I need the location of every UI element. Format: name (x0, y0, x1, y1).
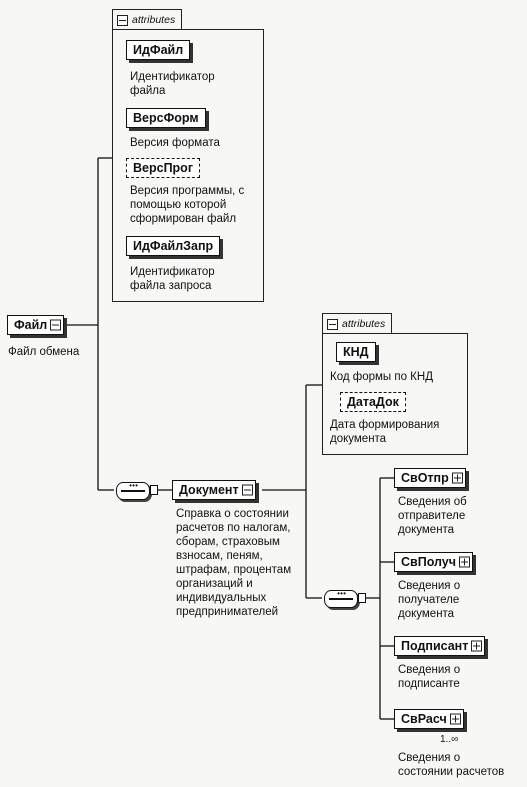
attribute-description: Версия формата (130, 136, 220, 150)
element-description: Сведения о состоянии расчетов (398, 751, 504, 779)
attribute-description: Код формы по КНД (330, 370, 433, 384)
attribute-description: Дата формирования документа (330, 418, 439, 446)
desc-line: индивидуальных (176, 592, 267, 604)
element-name: Файл (14, 318, 48, 332)
desc-line: получателе (398, 594, 460, 606)
element-description: Сведения о подписанте (398, 663, 460, 691)
attribute-idfile[interactable]: ИдФайл (126, 40, 191, 60)
collapse-icon[interactable] (117, 14, 128, 26)
collapse-icon[interactable] (241, 484, 253, 496)
element-description: Сведения об отправителе документа (398, 495, 467, 537)
desc-line: расчетов по налогам, (176, 522, 291, 534)
desc-line: Дата формирования (330, 419, 440, 431)
desc-line: предпринимателей (176, 606, 279, 618)
attribute-description: Идентификатор файла (130, 70, 215, 98)
desc-line: Идентификатор (130, 266, 215, 278)
attribute-name: ДатаДок (347, 395, 399, 409)
attribute-versprog[interactable]: ВерсПрог (126, 158, 201, 178)
attribute-datadok[interactable]: ДатаДок (340, 392, 406, 412)
desc-line: Справка о состоянии (176, 508, 289, 520)
collapse-icon[interactable] (50, 319, 62, 331)
desc-line: Сведения о (398, 752, 461, 764)
attribute-versform[interactable]: ВерсФорм (126, 108, 206, 128)
desc-line: Версия программы, с (130, 185, 245, 197)
desc-line: Сведения о (398, 580, 461, 592)
desc-line: сформирован файл (130, 213, 237, 225)
sequence-collapse-icon[interactable] (358, 593, 366, 603)
element-name: СвРасч (401, 712, 447, 726)
element-file[interactable]: Файл (7, 315, 65, 335)
desc-line: Сведения об (398, 496, 467, 508)
element-document-description: Справка о состоянии расчетов по налогам,… (176, 507, 291, 619)
sequence-compositor-icon[interactable] (324, 589, 358, 608)
expand-icon[interactable] (449, 713, 461, 725)
desc-line: документа (330, 433, 387, 445)
element-name: СвОтпр (401, 471, 449, 485)
attributes-tab[interactable]: attributes (322, 313, 393, 334)
attribute-name: ИдФайл (133, 43, 184, 57)
attributes-tab[interactable]: attributes (112, 9, 183, 30)
attribute-description: Версия программы, с помощью которой сфор… (130, 184, 244, 226)
attribute-idfilezapr[interactable]: ИдФайлЗапр (126, 236, 221, 256)
expand-icon[interactable] (459, 556, 471, 568)
attribute-name: ИдФайлЗапр (133, 239, 214, 253)
expand-icon[interactable] (471, 640, 483, 652)
multiplicity-label: 1..∞ (440, 734, 459, 745)
attribute-name: КНД (343, 345, 369, 359)
element-podpisant[interactable]: Подписант (394, 636, 486, 656)
element-document[interactable]: Документ (172, 480, 256, 500)
desc-line: состоянии расчетов (398, 766, 505, 778)
desc-line: Идентификатор (130, 71, 215, 83)
attribute-name: ВерсФорм (133, 111, 199, 125)
element-name: СвПолуч (401, 555, 457, 569)
desc-line: помощью которой (130, 199, 227, 211)
desc-line: сборам, страховым (176, 536, 280, 548)
attributes-tab-label: attributes (342, 318, 386, 330)
sequence-compositor-icon[interactable] (116, 481, 150, 500)
element-svotpr[interactable]: СвОтпр (394, 468, 466, 488)
element-svpoluch[interactable]: СвПолуч (394, 552, 474, 572)
element-name: Документ (179, 483, 239, 497)
attribute-description: Идентификатор файла запроса (130, 265, 215, 293)
element-description: Сведения о получателе документа (398, 579, 460, 621)
desc-line: организаций и (176, 578, 253, 590)
element-name: Подписант (401, 639, 469, 653)
desc-line: Версия формата (130, 137, 220, 149)
element-file-description: Файл обмена (8, 346, 80, 358)
attributes-group (322, 333, 468, 455)
desc-line: Код формы по КНД (330, 371, 433, 383)
attributes-group (112, 29, 264, 302)
desc-line: Сведения о (398, 664, 461, 676)
desc-line: файла (130, 85, 166, 97)
desc-line: подписанте (398, 678, 460, 690)
desc-line: отправителе (398, 510, 466, 522)
desc-line: документа (398, 608, 455, 620)
element-svrasch[interactable]: СвРасч (394, 709, 464, 729)
desc-line: файла запроса (130, 280, 212, 292)
attributes-tab-label: attributes (132, 14, 176, 26)
desc-line: взносам, пеням, (176, 550, 263, 562)
collapse-icon[interactable] (327, 318, 338, 330)
desc-line: документа (398, 524, 455, 536)
sequence-collapse-icon[interactable] (150, 485, 158, 495)
desc-line: штрафам, процентам (176, 564, 292, 576)
attribute-knd[interactable]: КНД (336, 342, 376, 362)
expand-icon[interactable] (451, 472, 463, 484)
attribute-name: ВерсПрог (133, 161, 194, 175)
